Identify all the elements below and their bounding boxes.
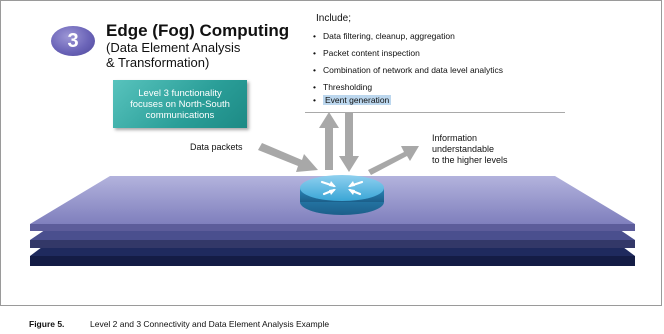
information-label-line: understandable	[432, 144, 495, 154]
include-item: •Data filtering, cleanup, aggregation	[313, 31, 455, 41]
down-arrow	[339, 112, 359, 172]
information-label-line: Information	[432, 133, 478, 143]
callout-line: communications	[145, 109, 215, 121]
data-packets-label: Data packets	[190, 142, 243, 152]
data-packets-arrow	[258, 143, 318, 172]
figure-caption: Level 2 and 3 Connectivity and Data Elem…	[90, 319, 330, 329]
callout-line: Level 3 functionality	[138, 87, 222, 99]
callout-line: focuses on North-South	[130, 98, 230, 110]
middle-plane-edge	[30, 240, 635, 248]
router-icon	[300, 175, 384, 215]
diagram-subtitle-line-2: & Transformation)	[106, 55, 210, 70]
information-arrow	[368, 146, 419, 175]
information-label-line: to the higher levels	[432, 155, 508, 165]
include-list-box	[305, 12, 565, 113]
include-item: •Packet content inspection	[313, 48, 420, 58]
bottom-plane-edge	[30, 256, 635, 266]
level-number: 3	[67, 29, 79, 52]
diagram-subtitle-line-1: (Data Element Analysis	[106, 40, 241, 55]
include-item-highlighted: •Event generation	[313, 95, 392, 105]
level-3-callout: Level 3 functionality focuses on North-S…	[113, 80, 247, 128]
figure-number: Figure 5.	[29, 319, 65, 329]
include-item: •Thresholding	[313, 82, 373, 92]
diagram-title: Edge (Fog) Computing	[106, 21, 290, 40]
top-plane-edge	[30, 224, 635, 231]
up-arrow	[319, 112, 339, 170]
include-heading: Include;	[316, 13, 352, 24]
level-badge: 3	[51, 26, 95, 56]
information-label: Information understandable to the higher…	[432, 133, 508, 166]
include-item: •Combination of network and data level a…	[313, 65, 504, 75]
